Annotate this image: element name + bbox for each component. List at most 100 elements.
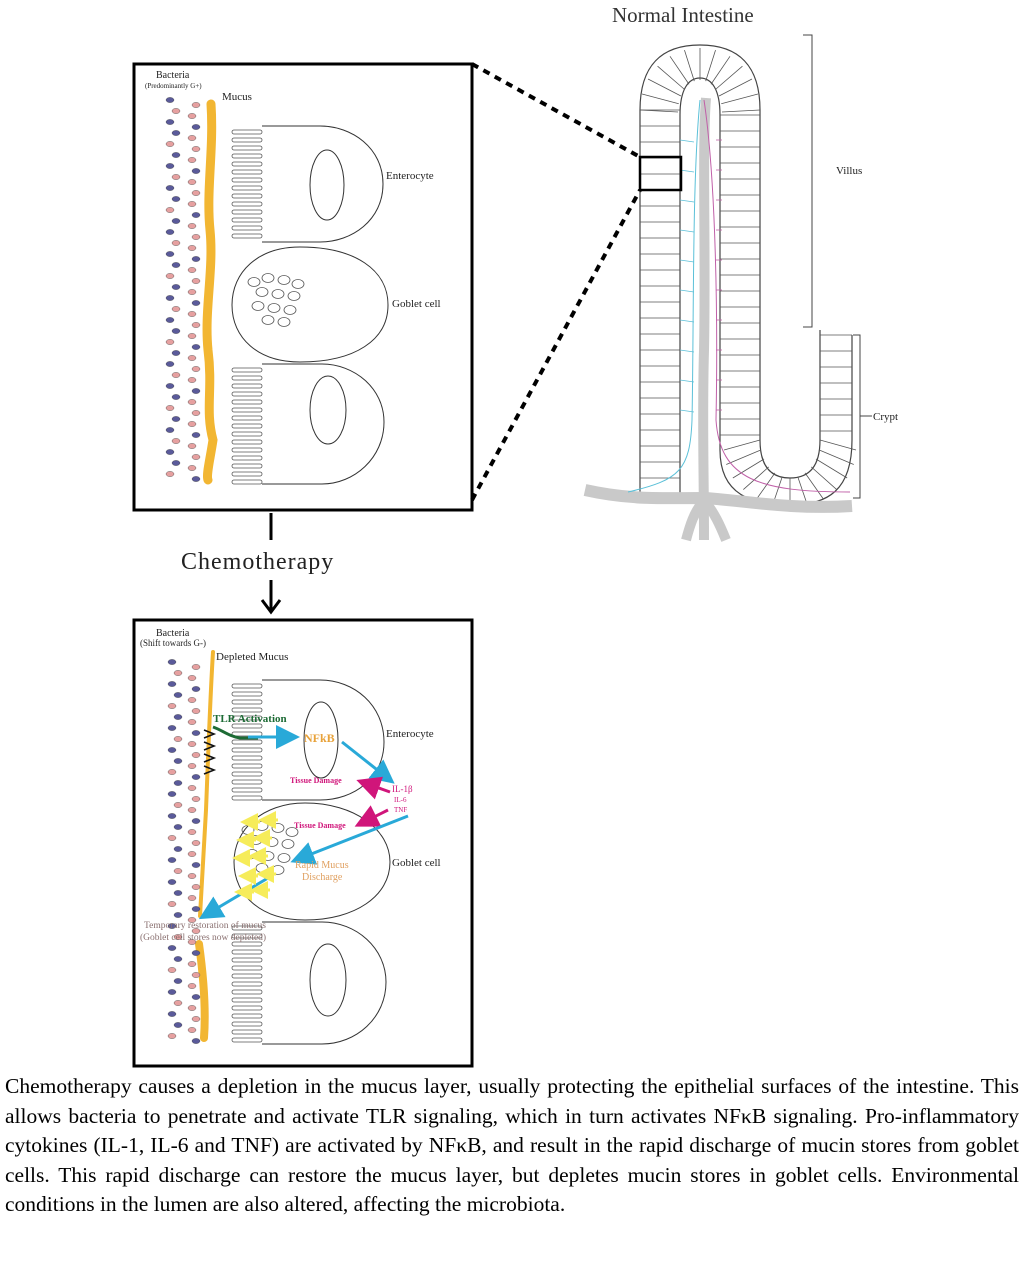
bacterium bbox=[187, 1005, 197, 1011]
bacterium bbox=[187, 245, 197, 251]
mucin-granule bbox=[251, 301, 265, 311]
bacterium bbox=[167, 681, 177, 687]
microvillus bbox=[231, 933, 263, 939]
cytokine-il6-label: IL-6 bbox=[394, 796, 407, 804]
microvillus bbox=[231, 949, 263, 955]
bacterium bbox=[187, 785, 197, 791]
microvillus bbox=[231, 755, 263, 761]
bacterium bbox=[167, 835, 177, 841]
microvillus bbox=[231, 455, 263, 461]
top-bacteria-sublabel: (Predominantly G+) bbox=[145, 82, 202, 90]
goblet-to-mucus-arrow bbox=[198, 876, 269, 920]
capillary-branch bbox=[679, 139, 695, 143]
bacterium bbox=[165, 141, 175, 147]
microvillus bbox=[231, 941, 263, 947]
cytokines-to-goblet-arrow bbox=[290, 814, 409, 865]
top-panel: Bacteria (Predominantly G+) Mucus Entero… bbox=[132, 62, 474, 512]
microvillus bbox=[231, 233, 263, 239]
microvillus bbox=[231, 997, 263, 1003]
microvillus bbox=[231, 217, 263, 223]
bacterium bbox=[167, 967, 177, 973]
bacterium bbox=[191, 234, 201, 240]
bacterium bbox=[191, 708, 201, 714]
bacterium bbox=[173, 824, 183, 830]
microvillus bbox=[231, 787, 263, 793]
bacterium bbox=[187, 961, 197, 967]
bacterium bbox=[173, 780, 183, 786]
microvillus bbox=[231, 965, 263, 971]
microvillus bbox=[231, 779, 263, 785]
capillary-branch bbox=[679, 199, 695, 203]
villus-inner-wall bbox=[679, 77, 853, 506]
bacterium bbox=[191, 300, 201, 306]
cell-boundary bbox=[715, 65, 743, 90]
bacterium bbox=[171, 262, 181, 268]
bacterium bbox=[167, 857, 177, 863]
microvillus bbox=[231, 981, 263, 987]
bacterium bbox=[187, 377, 197, 383]
bacterium bbox=[165, 119, 175, 125]
microvillus bbox=[231, 439, 263, 445]
cytokine-to-goblet-damage-arrow bbox=[354, 805, 389, 827]
mucin-granule bbox=[271, 289, 285, 299]
microvillus bbox=[231, 399, 263, 405]
bacterium bbox=[191, 664, 201, 670]
cell-boundary bbox=[647, 78, 682, 97]
mucin-granule bbox=[283, 305, 297, 315]
chemotherapy-label: Chemotherapy bbox=[181, 549, 334, 575]
bacterium bbox=[187, 983, 197, 989]
cell-boundary bbox=[804, 472, 824, 499]
bacterium bbox=[171, 438, 181, 444]
microvillus bbox=[231, 415, 263, 421]
cell-boundary bbox=[721, 109, 761, 113]
bacterium bbox=[165, 207, 175, 213]
cell-boundary bbox=[815, 458, 848, 479]
bacterium bbox=[167, 1011, 177, 1017]
microvillus bbox=[231, 1037, 263, 1043]
microvillus bbox=[231, 185, 263, 191]
bacterium bbox=[173, 912, 183, 918]
microvillus bbox=[231, 731, 263, 737]
diagram-figure: Bacteria (Predominantly G+) Mucus Entero… bbox=[132, 3, 898, 1068]
tlr-receptor bbox=[212, 725, 258, 740]
bacterium bbox=[165, 97, 175, 103]
bacterium bbox=[187, 465, 197, 471]
bacterium bbox=[165, 449, 175, 455]
bacterium bbox=[191, 840, 201, 846]
bacterium bbox=[191, 752, 201, 758]
mucin-granule bbox=[271, 823, 285, 833]
bacterium bbox=[191, 1038, 201, 1044]
microvillus bbox=[231, 925, 263, 931]
restoration-label-1: Temporary restoration of mucus bbox=[144, 920, 266, 931]
bacterium bbox=[173, 736, 183, 742]
cell-boundary bbox=[669, 56, 690, 85]
bacterium bbox=[173, 802, 183, 808]
bacterium bbox=[187, 113, 197, 119]
bacterium bbox=[191, 686, 201, 692]
top-goblet-cell bbox=[231, 246, 389, 363]
bacterium bbox=[171, 174, 181, 180]
bacterium bbox=[171, 196, 181, 202]
bacterium bbox=[191, 366, 201, 372]
villus-bracket bbox=[803, 34, 813, 328]
bacterium bbox=[167, 703, 177, 709]
rapid-discharge-label-1: Rapid Mucus bbox=[295, 860, 349, 871]
microvillus bbox=[231, 137, 263, 143]
microvillus bbox=[231, 1013, 263, 1019]
bacterium bbox=[187, 807, 197, 813]
bacterium bbox=[191, 818, 201, 824]
bacterium bbox=[187, 443, 197, 449]
bacterium bbox=[187, 355, 197, 361]
microvillus bbox=[231, 209, 263, 215]
bacterium bbox=[187, 675, 197, 681]
chemo-arrowhead bbox=[260, 599, 282, 615]
bacterium bbox=[173, 846, 183, 852]
bacterium bbox=[165, 383, 175, 389]
cell-boundary bbox=[819, 439, 857, 451]
bacterium bbox=[191, 950, 201, 956]
capillary-branch bbox=[679, 379, 695, 383]
microvillus bbox=[231, 153, 263, 159]
microvillus bbox=[231, 771, 263, 777]
bacterium bbox=[191, 454, 201, 460]
bacterium bbox=[187, 311, 197, 317]
